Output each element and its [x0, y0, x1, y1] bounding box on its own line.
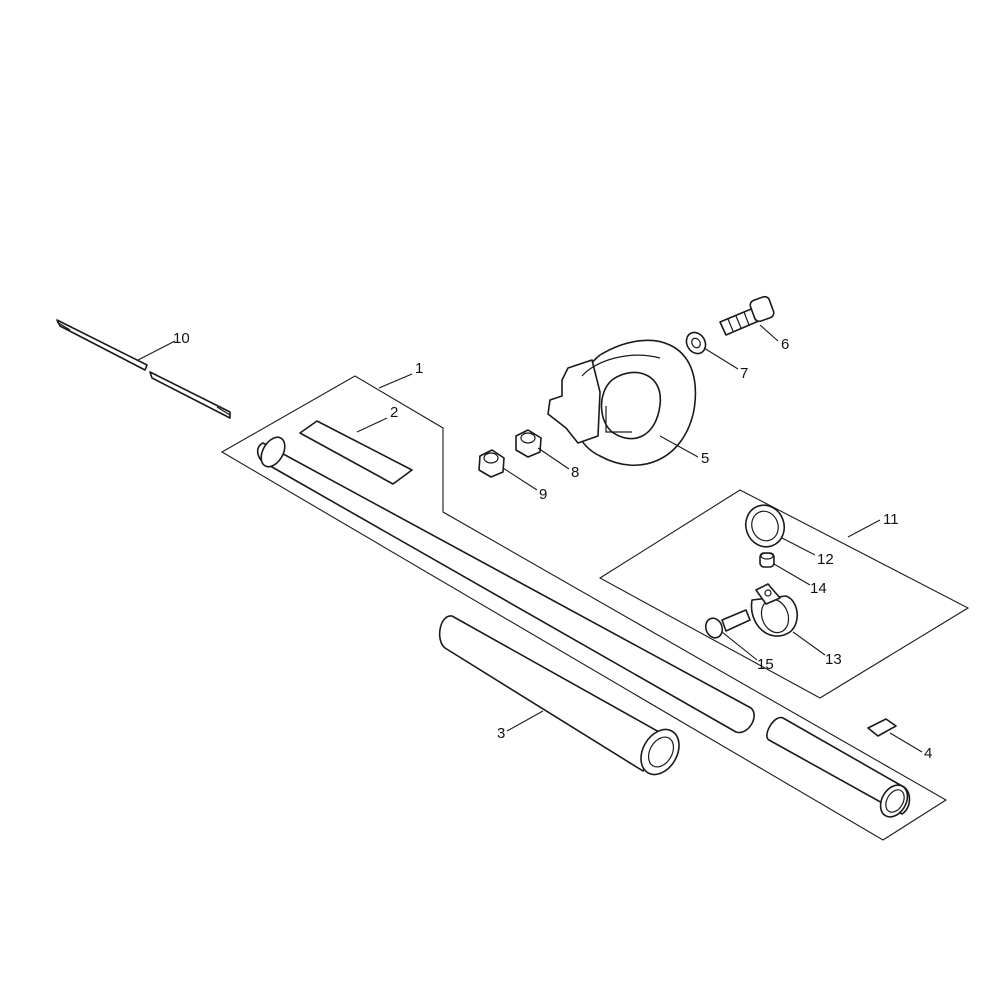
pipe-assembly-frame — [220, 375, 948, 841]
callout-5: 5 — [701, 450, 709, 467]
callout-10: 10 — [173, 330, 190, 347]
callout-12: 12 — [817, 551, 834, 568]
callout-13: 13 — [825, 651, 842, 668]
kit-frame — [598, 489, 970, 699]
o-ring-part-12 — [744, 504, 786, 548]
clamp-part-13 — [750, 583, 798, 637]
callout-8: 8 — [571, 464, 579, 481]
drive-shaft-part-10 — [56, 319, 231, 419]
callout-1: 1 — [415, 360, 423, 377]
callout-3: 3 — [497, 725, 505, 742]
callout-2: 2 — [390, 404, 398, 421]
label-part-4 — [867, 718, 897, 737]
callout-6: 6 — [781, 336, 789, 353]
nut-part-8 — [515, 429, 542, 458]
screw-part-15 — [704, 609, 751, 639]
bolt-part-6 — [719, 295, 775, 336]
callout-9: 9 — [539, 486, 547, 503]
decal-part-2 — [299, 420, 413, 485]
sleeve-part-3 — [438, 615, 680, 776]
gear-housing-part-5 — [547, 339, 697, 466]
callout-14: 14 — [810, 580, 827, 597]
nut-part-9 — [478, 449, 505, 478]
leader-lines — [137, 324, 923, 753]
callout-11: 11 — [883, 511, 899, 528]
callout-4: 4 — [924, 745, 932, 762]
grommet-part-14 — [759, 552, 775, 568]
callout-7: 7 — [740, 365, 748, 382]
washer-part-7 — [685, 331, 707, 355]
main-pipe-part-1 — [256, 436, 911, 818]
callout-15: 15 — [757, 656, 774, 673]
